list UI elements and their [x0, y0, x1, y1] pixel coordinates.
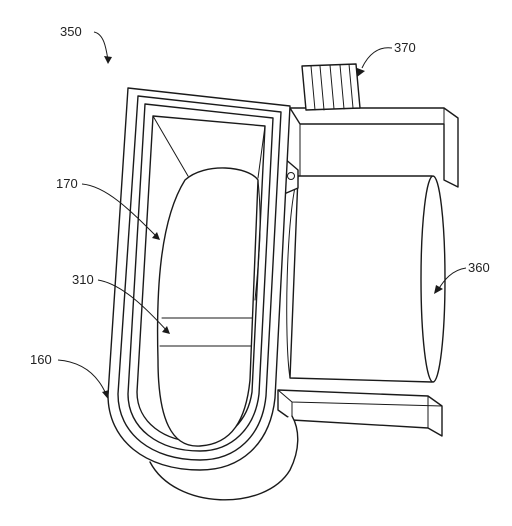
leader-360	[434, 267, 467, 294]
leader-160	[57, 359, 109, 399]
ribbon-cable	[301, 63, 361, 111]
leader-310	[97, 279, 170, 334]
leader-370	[357, 47, 393, 77]
label-160: 160	[30, 352, 52, 367]
window-band	[159, 317, 253, 347]
label-370: 370	[394, 40, 416, 55]
label-350: 350	[60, 24, 82, 39]
inner-cover	[156, 167, 261, 447]
top-bracket	[289, 107, 459, 188]
cylinder-component	[286, 175, 446, 383]
label-310: 310	[72, 272, 94, 287]
leader-170	[81, 183, 160, 240]
label-360: 360	[468, 260, 490, 275]
bottom-bracket	[277, 389, 443, 437]
leader-350	[93, 31, 112, 64]
label-170: 170	[56, 176, 78, 191]
